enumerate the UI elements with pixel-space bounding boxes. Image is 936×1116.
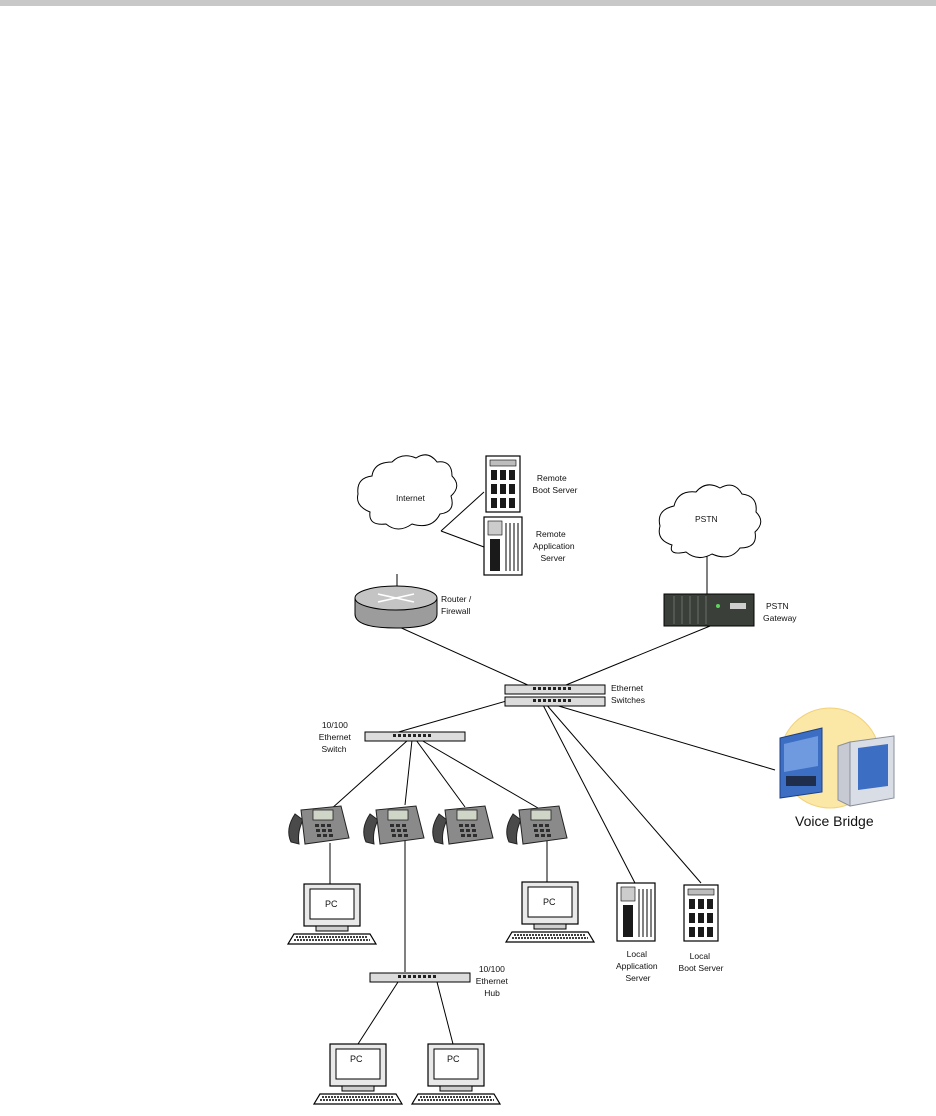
remote-boot-server-label: Remote Boot Server — [533, 473, 578, 495]
local-boot-server-label: Local Boot Server — [679, 951, 724, 973]
ethernet-switch-10-100-icon — [364, 731, 466, 742]
internet-label: Internet — [396, 493, 425, 503]
remote-boot-server-icon — [485, 455, 521, 513]
pc-4-label: PC — [447, 1054, 460, 1064]
router-firewall-label: Router / Firewall — [441, 594, 474, 616]
ethernet-hub-10-100-label: 10/100 Ethernet Hub — [476, 964, 511, 998]
ethernet-hub-10-100-icon — [369, 972, 471, 983]
local-application-server-label: Local Application Server — [616, 949, 660, 983]
ip-phone-4 — [506, 805, 568, 845]
pc-3-label: PC — [350, 1054, 363, 1064]
pstn-label: PSTN — [695, 514, 718, 524]
pc-1: PC — [287, 883, 377, 945]
internet-cloud: Internet — [357, 454, 458, 530]
pstn-gateway-label: PSTN Gateway — [763, 601, 797, 623]
router-firewall-icon — [354, 585, 438, 629]
ethernet-switches-label: Ethernet Switches — [611, 683, 646, 705]
ethernet-switches-icon — [504, 684, 606, 707]
remote-application-server-icon — [483, 516, 523, 576]
top-border — [0, 0, 936, 6]
pc-2-label: PC — [543, 897, 556, 907]
ethernet-switch-10-100-label: 10/100 Ethernet Switch — [319, 720, 354, 754]
ip-phone-3 — [432, 805, 494, 845]
local-application-server-icon — [616, 882, 656, 942]
ip-phone-2 — [363, 805, 425, 845]
remote-application-server-label: Remote Application Server — [533, 529, 577, 563]
pc-3: PC — [313, 1043, 403, 1105]
pstn-cloud: PSTN — [658, 484, 762, 558]
ip-phone-1 — [288, 805, 350, 845]
voice-bridge-label: Voice Bridge — [795, 813, 874, 829]
voice-bridge-icon — [779, 707, 895, 809]
pc-1-label: PC — [325, 899, 338, 909]
pc-2: PC — [505, 881, 595, 943]
pstn-gateway-icon — [663, 593, 755, 627]
local-boot-server-icon — [683, 884, 719, 942]
pc-4: PC — [411, 1043, 501, 1105]
connection-lines — [329, 491, 776, 1045]
